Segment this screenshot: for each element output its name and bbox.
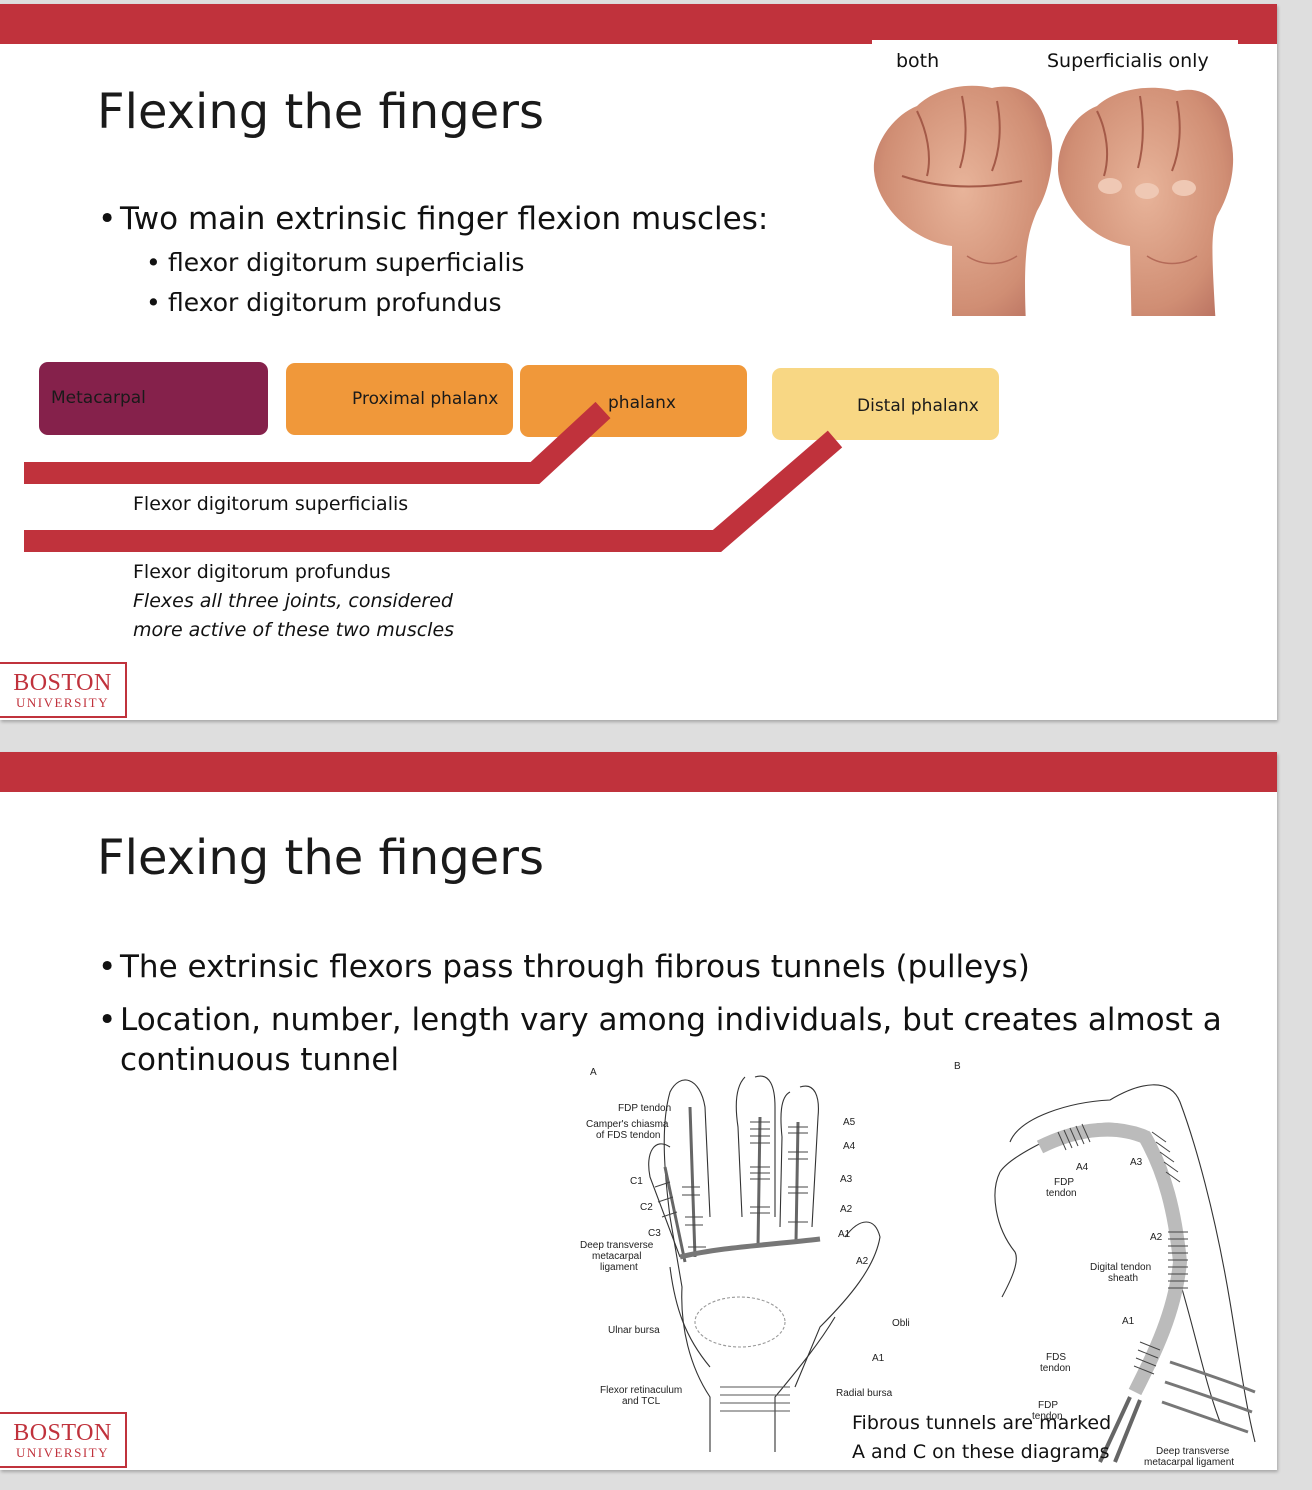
label-b-fds: FDS — [1046, 1352, 1066, 1363]
label-b-fds-tendon: tendon — [1040, 1363, 1071, 1374]
label-sheath: sheath — [1108, 1273, 1138, 1284]
label-ulnar-bursa: Ulnar bursa — [608, 1325, 660, 1336]
bullet-2-text-line-2: continuous tunnel — [120, 1042, 400, 1078]
label-metacarpal-ligament-b: metacarpal ligament — [1144, 1457, 1234, 1467]
label-flexor-retinaculum: Flexor retinaculum — [600, 1385, 682, 1396]
boston-university-logo: BOSTON UNIVERSITY — [0, 662, 127, 718]
label-deep-transverse-b: Deep transverse — [1156, 1446, 1230, 1457]
bullet-main: •Two main extrinsic finger flexion muscl… — [98, 201, 769, 237]
label-thumb-a2: A2 — [856, 1256, 869, 1267]
label-c1: C1 — [630, 1176, 643, 1187]
bullet-1-text: The extrinsic flexors pass through fibro… — [120, 949, 1030, 985]
note-line-1: Flexes all three joints, considered — [133, 590, 453, 612]
label-b-a4: A4 — [1076, 1162, 1089, 1173]
header-bar — [0, 752, 1277, 792]
label-oblique: Oblique — [892, 1318, 910, 1329]
bullet-2-continuation: continuous tunnel — [120, 1042, 399, 1078]
bullet-2: •Location, number, length vary among ind… — [98, 1002, 1222, 1038]
box-middle-phalanx: phalanx — [520, 365, 747, 437]
logo-line-2: UNIVERSITY — [16, 695, 109, 710]
sub-bullet-2-text: flexor digitorum profundus — [168, 288, 502, 317]
photo-label-both: both — [896, 50, 940, 72]
caption-line-2: A and C on these diagrams — [852, 1441, 1110, 1463]
label-fds: Flexor digitorum superficialis — [133, 493, 409, 515]
box-distal-phalanx: Distal phalanx — [772, 368, 999, 440]
bullet-1: •The extrinsic flexors pass through fibr… — [98, 949, 1030, 985]
logo-line-1: BOSTON — [13, 1420, 112, 1446]
note-line-2: more active of these two muscles — [133, 619, 455, 641]
sub-bullet-1-text: flexor digitorum superficialis — [168, 248, 525, 277]
label-a5: A5 — [843, 1117, 856, 1128]
box-distal-phalanx-label: Distal phalanx — [857, 396, 979, 416]
label-a3: A3 — [840, 1174, 853, 1185]
slide-1: Flexing the fingers •Two main extrinsic … — [0, 4, 1277, 720]
bullet-main-text: Two main extrinsic finger flexion muscle… — [120, 201, 769, 237]
label-b-a1: A1 — [1122, 1316, 1135, 1327]
logo-line-2: UNIVERSITY — [16, 1445, 109, 1460]
fist-photo: both Superficialis only — [872, 40, 1238, 316]
label-of-fds-tendon: of FDS tendon — [596, 1130, 660, 1141]
label-campers-chiasma: Camper's chiasma — [586, 1119, 669, 1130]
label-a4: A4 — [843, 1141, 856, 1152]
label-fdp-tendon: FDP tendon — [618, 1103, 671, 1114]
bullet-2-text-line-1: Location, number, length vary among indi… — [120, 1002, 1222, 1038]
slide-title: Flexing the fingers — [97, 84, 544, 140]
slide-title: Flexing the fingers — [97, 830, 544, 886]
label-b-tendon: tendon — [1046, 1188, 1077, 1199]
label-radial-bursa: Radial bursa — [836, 1388, 893, 1399]
box-middle-phalanx-label: phalanx — [608, 393, 676, 413]
sub-bullet-1: •flexor digitorum superficialis — [146, 248, 525, 277]
label-c2: C2 — [640, 1202, 653, 1213]
diagram-a-letter: A — [590, 1067, 597, 1078]
diagram-b-finger-sheath: B A4 A3 FDP tendon A2 Digital tendon she… — [954, 1062, 1256, 1467]
label-thumb-a1: A1 — [872, 1353, 885, 1364]
label-and-tcl: and TCL — [622, 1396, 661, 1407]
label-a2: A2 — [840, 1204, 853, 1215]
box-metacarpal-label: Metacarpal — [51, 388, 146, 408]
diagram-a-hand-pulleys: A FDP tendon Camper's chiasma of FDS ten… — [580, 1067, 910, 1452]
caption-line-1: Fibrous tunnels are marked — [852, 1412, 1112, 1434]
label-b-fdp: FDP — [1054, 1177, 1074, 1188]
label-c3: C3 — [648, 1228, 661, 1239]
label-a1: A1 — [838, 1229, 851, 1240]
slide-2: Flexing the fingers •The extrinsic flexo… — [0, 752, 1277, 1470]
box-proximal-phalanx: Proximal phalanx — [286, 363, 513, 435]
label-b-a2: A2 — [1150, 1232, 1163, 1243]
label-b-fdp-2: FDP — [1038, 1400, 1058, 1411]
label-b-a3: A3 — [1130, 1157, 1143, 1168]
label-metacarpal: metacarpal — [592, 1251, 641, 1262]
header-bar — [0, 4, 1277, 44]
label-b-fdp-tendon-2: tendon — [1032, 1411, 1063, 1422]
logo-line-1: BOSTON — [13, 670, 112, 696]
label-ligament: ligament — [600, 1262, 638, 1273]
photo-label-superficialis-only: Superficialis only — [1047, 50, 1209, 72]
sub-bullet-2: •flexor digitorum profundus — [146, 288, 502, 317]
diagram-a-labels: A FDP tendon Camper's chiasma of FDS ten… — [580, 1067, 910, 1407]
label-deep-transverse: Deep transverse — [580, 1240, 654, 1251]
label-digital-tendon: Digital tendon — [1090, 1262, 1151, 1273]
boston-university-logo: BOSTON UNIVERSITY — [0, 1412, 127, 1468]
tendon-profundus — [24, 430, 843, 552]
box-proximal-phalanx-label: Proximal phalanx — [352, 389, 499, 409]
diagram-b-letter: B — [954, 1062, 961, 1072]
diagram-b-labels: B A4 A3 FDP tendon A2 Digital tendon she… — [954, 1062, 1234, 1467]
fists-illustration — [873, 85, 1234, 316]
label-fdp: Flexor digitorum profundus — [133, 561, 391, 583]
box-metacarpal: Metacarpal — [39, 362, 268, 435]
